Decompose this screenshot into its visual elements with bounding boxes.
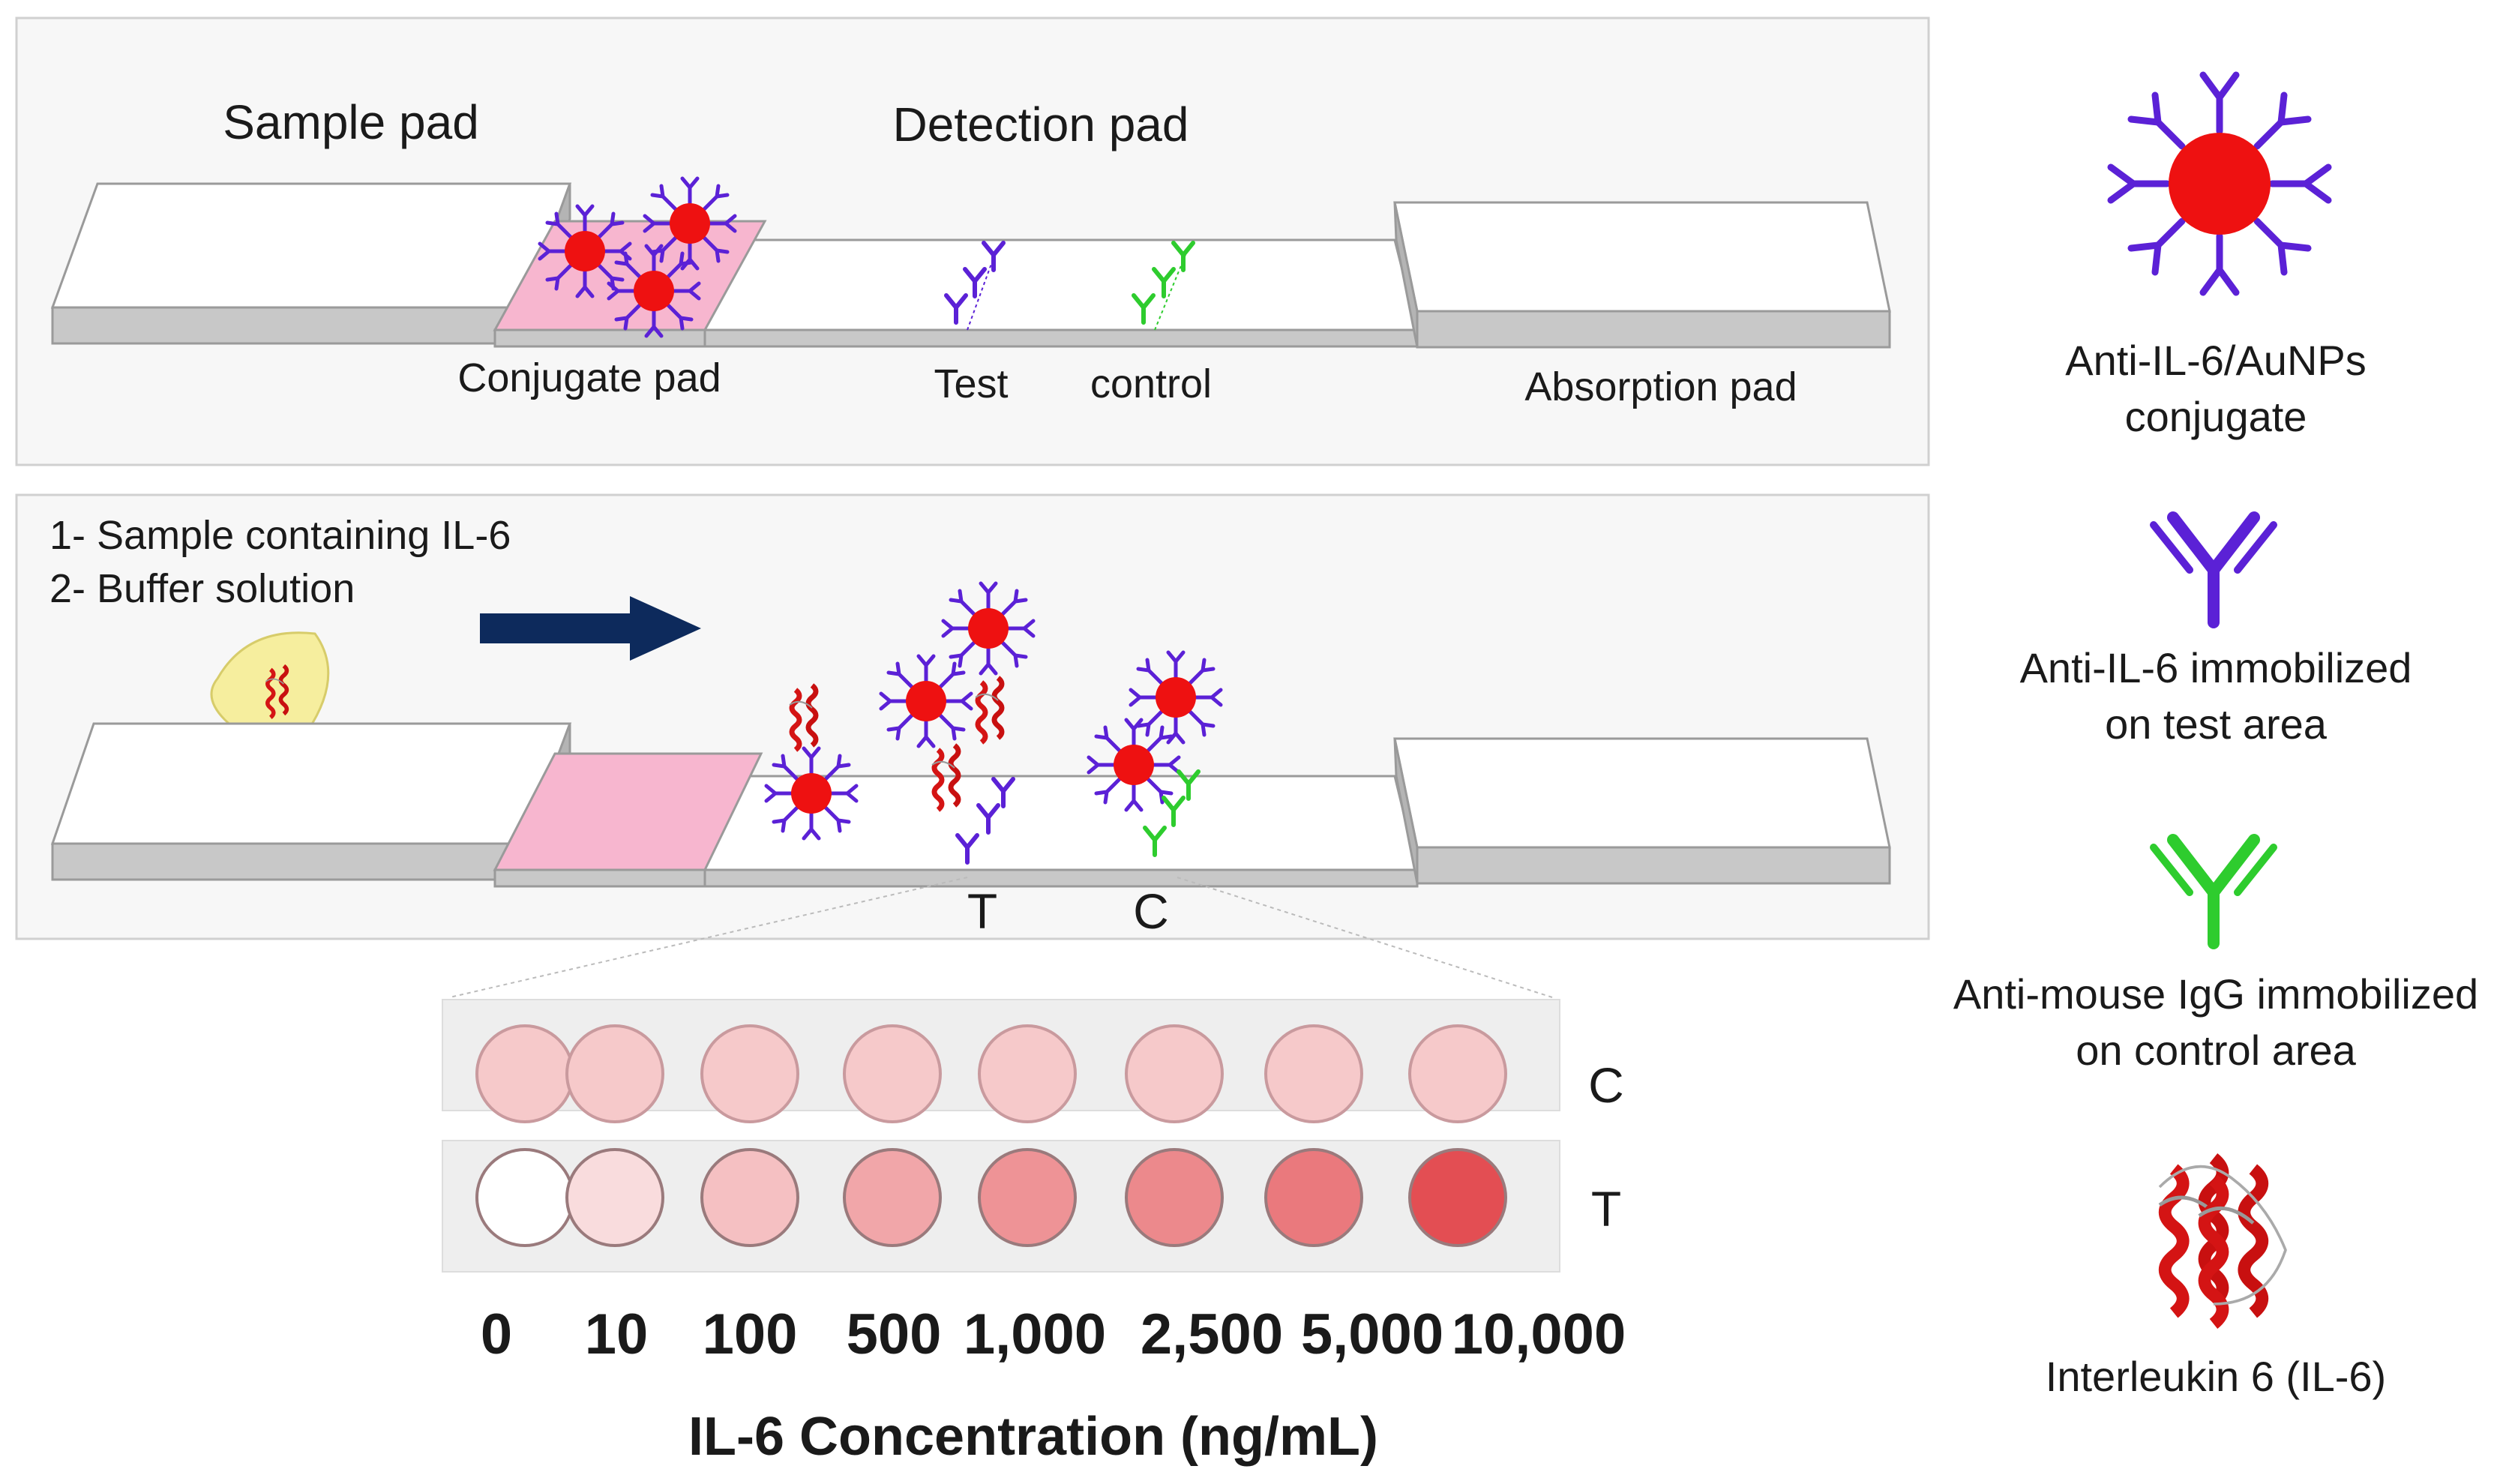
control-dot bbox=[475, 1024, 574, 1123]
c-line-label: C bbox=[1133, 883, 1169, 939]
legend: Anti-IL-6/AuNPs conjugate Anti-IL-6 immo… bbox=[1953, 71, 2478, 1400]
sample-pad-label: Sample pad bbox=[223, 95, 479, 149]
panel-strip-components: Sample pad Detection pad Conjugate pad T… bbox=[15, 16, 1930, 466]
t-line-label: T bbox=[967, 883, 997, 939]
test-dot bbox=[1264, 1148, 1363, 1247]
test-dots bbox=[475, 1148, 1507, 1247]
control-dot bbox=[978, 1024, 1077, 1123]
control-line-antibodies bbox=[1134, 243, 1193, 331]
absorption-pad-label: Absorption pad bbox=[1524, 364, 1797, 409]
row-c-label: C bbox=[1588, 1057, 1624, 1113]
anti-mouse-legend-line2: on control area bbox=[2076, 1027, 2356, 1074]
conjugate-legend-line2: conjugate bbox=[2125, 393, 2307, 440]
test-line-antibodies bbox=[946, 243, 1003, 331]
strip-after-flow bbox=[50, 722, 1891, 888]
control-dot bbox=[565, 1024, 664, 1123]
step-1-text: 1- Sample containing IL-6 bbox=[49, 513, 511, 558]
control-dots bbox=[475, 1024, 1507, 1123]
sample-pad-shape bbox=[50, 182, 572, 345]
conjugate-legend-line1: Anti-IL-6/AuNPs bbox=[2065, 337, 2367, 384]
flow-arrow-icon bbox=[480, 596, 701, 661]
row-t-label: T bbox=[1591, 1181, 1621, 1237]
conjugate-pad-label: Conjugate pad bbox=[457, 355, 721, 400]
control-dot bbox=[843, 1024, 942, 1123]
control-dot bbox=[700, 1024, 799, 1123]
control-dot bbox=[1264, 1024, 1363, 1123]
control-dot bbox=[1408, 1024, 1507, 1123]
concentration-tick-label: 500 bbox=[847, 1303, 942, 1366]
concentration-tick-label: 100 bbox=[703, 1303, 798, 1366]
zoom-guide-right bbox=[1177, 877, 1553, 998]
zoom-guide-left bbox=[449, 877, 968, 998]
concentration-tick-label: 1,000 bbox=[964, 1303, 1106, 1366]
test-dot bbox=[843, 1148, 942, 1247]
control-label: control bbox=[1090, 361, 1212, 406]
test-dot bbox=[1408, 1148, 1507, 1247]
anti-mouse-legend-line1: Anti-mouse IgG immobilized bbox=[1953, 970, 2478, 1018]
test-dot bbox=[700, 1148, 799, 1247]
control-dot bbox=[1125, 1024, 1224, 1123]
test-label: Test bbox=[934, 361, 1008, 406]
detection-pad-label: Detection pad bbox=[893, 97, 1189, 151]
test-dot bbox=[565, 1148, 664, 1247]
detection-pad-shape bbox=[658, 238, 1419, 348]
absorption-pad-shape bbox=[1393, 201, 1891, 349]
conjugate-pad-shape bbox=[493, 220, 767, 348]
conjugate-legend-icon bbox=[2107, 71, 2332, 296]
test-dot bbox=[475, 1148, 574, 1247]
test-dot bbox=[978, 1148, 1077, 1247]
il6-protein-icon bbox=[2160, 1159, 2287, 1324]
concentration-tick-label: 5,000 bbox=[1301, 1303, 1443, 1366]
concentration-tick-label: 2,500 bbox=[1141, 1303, 1283, 1366]
concentration-tick-label: 10,000 bbox=[1452, 1303, 1626, 1366]
step-2-text: 2- Buffer solution bbox=[49, 566, 355, 611]
anti-il6-legend-line1: Anti-IL-6 immobilized bbox=[2020, 644, 2412, 691]
concentration-tick-label: 10 bbox=[585, 1303, 649, 1366]
panel-assay-process: 1- Sample containing IL-6 2- Buffer solu… bbox=[15, 493, 1930, 998]
anti-mouse-igg-icon bbox=[2150, 834, 2277, 949]
concentration-axis-label: IL-6 Concentration (ng/mL) bbox=[688, 1407, 1378, 1467]
anti-il6-antibody-icon bbox=[2150, 511, 2277, 628]
concentration-tick-label: 0 bbox=[481, 1303, 512, 1366]
test-dot bbox=[1125, 1148, 1224, 1247]
il6-legend-label: Interleukin 6 (IL-6) bbox=[2046, 1353, 2386, 1400]
anti-il6-legend-line2: on test area bbox=[2105, 700, 2328, 748]
